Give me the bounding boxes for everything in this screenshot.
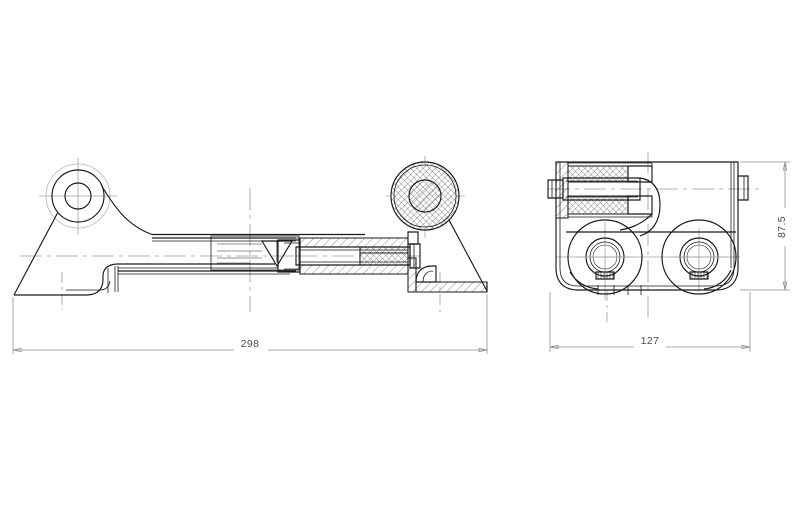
bracket-lower-rail — [60, 263, 275, 296]
mounting-boss-right-outer — [661, 219, 737, 295]
left-pivot-boss-outer-circle — [51, 169, 105, 223]
side-boss-lower-arc — [619, 213, 653, 231]
dimension-overall-width: 127 — [549, 292, 751, 352]
dim-arrow-127-left — [549, 344, 559, 350]
side-mounting-bosses — [566, 219, 737, 295]
right-boss-outer-circle-inner — [393, 164, 457, 228]
side-shaft-left-end — [547, 179, 564, 199]
side-body-outline-inner — [559, 162, 735, 287]
bottom-rib-ticks — [597, 285, 642, 295]
mounting-boss-left-ring-gap — [595, 271, 615, 280]
right-bearing-boss — [390, 161, 460, 231]
bracket-lower-rail-detail-b — [114, 266, 119, 292]
shaft-collar-left-inner — [284, 242, 300, 270]
left-pivot-boss-bore — [64, 182, 92, 210]
dimension-overall-height: 87.5 — [740, 161, 792, 291]
side-shaft-left-end-lines — [551, 180, 557, 198]
surface-finish-symbol-dot — [275, 240, 279, 243]
dim-text-overall-height: 87.5 — [776, 216, 788, 238]
view-front-elevation-section: 298 — [12, 156, 488, 354]
shaft-collar-left — [277, 239, 301, 273]
view-side-elevation-section: 127 87.5 — [547, 152, 792, 352]
side-bushing-housing-section — [547, 161, 661, 237]
housing-lower-wall — [299, 264, 409, 275]
side-shaft-bore-inner — [566, 180, 638, 198]
mounting-boss-left-outer — [567, 219, 643, 295]
dim-arrow-875-bottom — [782, 281, 788, 291]
dim-arrow-875-top — [782, 161, 788, 171]
dim-text-overall-width: 127 — [641, 335, 660, 347]
bracket-top-edge — [101, 185, 365, 236]
shaft-housing-section — [118, 231, 421, 275]
dim-text-127-backing — [634, 334, 666, 348]
base-flange-web-section — [407, 257, 417, 293]
dim-text-875-backing — [778, 208, 792, 246]
construction-circle-left-boss — [45, 163, 111, 229]
dim-text-298-backing — [234, 337, 268, 351]
base-flange-fillet — [415, 265, 437, 283]
side-housing-left-wall — [555, 161, 569, 219]
dim-arrow-127-right — [741, 344, 751, 350]
bracket-lower-rail-fillet — [66, 280, 111, 291]
side-lower-bushing — [567, 195, 629, 215]
side-housing-bottom-cap — [567, 213, 653, 218]
shaft-retainer-upper — [407, 231, 419, 245]
base-flange-section — [415, 281, 488, 293]
dimension-overall-length: 298 — [12, 294, 488, 354]
mounting-boss-right-ring-teeth — [691, 272, 708, 279]
side-housing-right-upper — [627, 165, 653, 183]
side-upper-bushing — [567, 165, 629, 183]
mounting-boss-left-blend — [569, 271, 599, 290]
note-box — [210, 235, 300, 271]
side-right-lug — [737, 175, 749, 201]
dim-arrow-298-left — [12, 347, 22, 353]
bracket-left-slant-edge — [13, 212, 59, 296]
side-boss-transition-arc — [639, 177, 661, 237]
mounting-boss-right-blend — [703, 269, 732, 290]
bracket-right-slant-edge — [448, 219, 488, 292]
base-flange-fillet-inner — [422, 270, 434, 283]
mounting-boss-left-ring-teeth — [597, 272, 614, 279]
right-boss-bore — [408, 179, 442, 213]
dim-arrow-298-right — [478, 347, 488, 353]
lower-bushing — [359, 252, 409, 266]
note-box-frame — [210, 235, 300, 271]
housing-upper-wall — [299, 237, 409, 248]
dim-text-overall-length: 298 — [241, 338, 260, 350]
mounting-boss-right-ring-gap — [689, 271, 709, 280]
